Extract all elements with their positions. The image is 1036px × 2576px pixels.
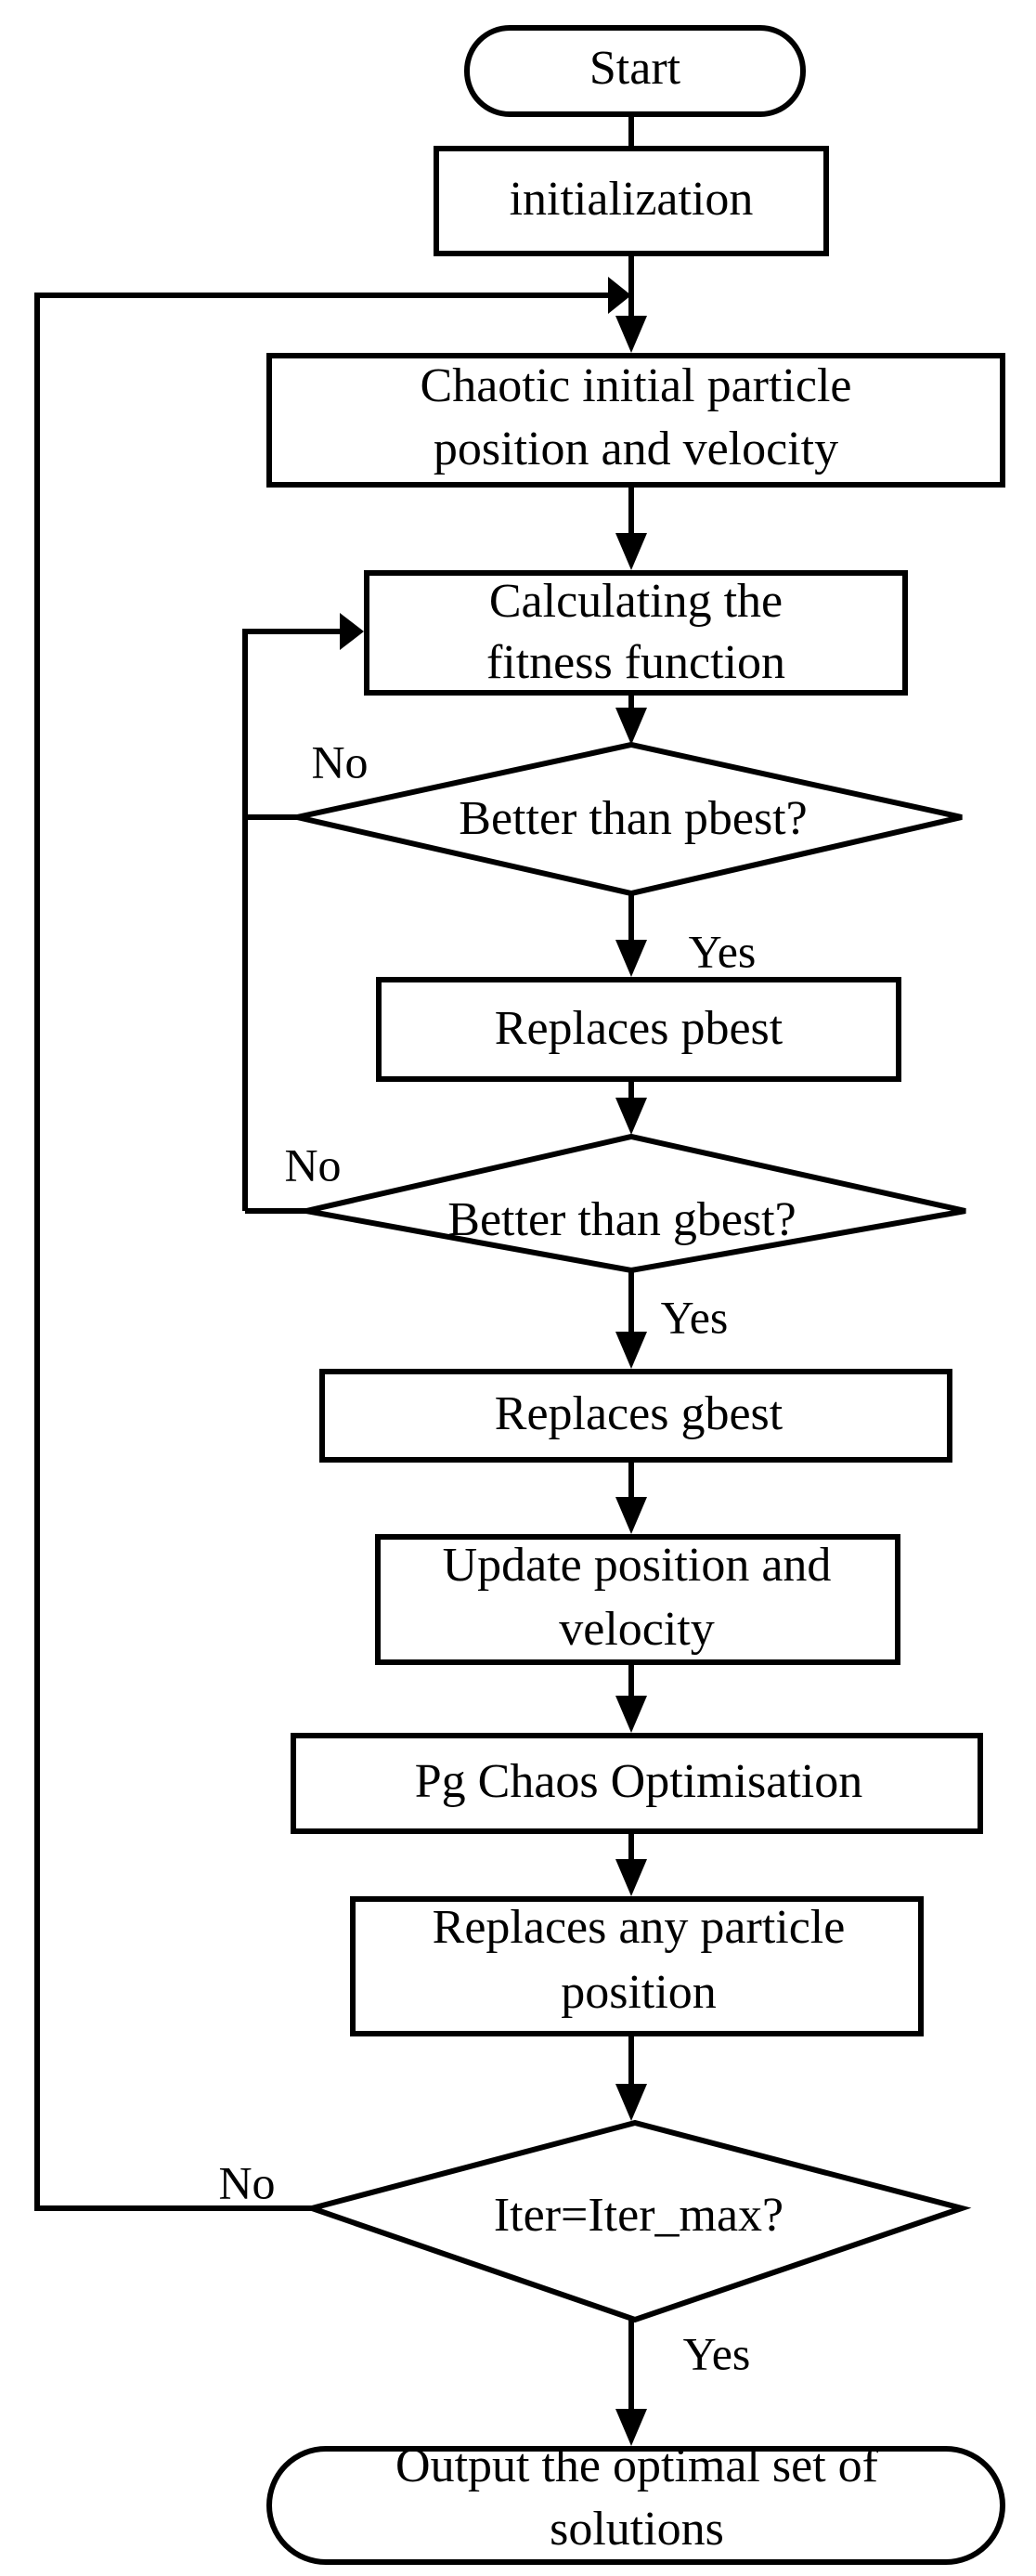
node-fitness-line2: fitness function xyxy=(486,636,785,689)
label-pbest-yes: Yes xyxy=(689,925,757,977)
arrow-into-pbestr xyxy=(615,940,647,977)
label-pbest-no: No xyxy=(311,735,368,787)
node-replace-any-line2: position xyxy=(561,1966,717,2019)
label-iter-yes: Yes xyxy=(683,2327,751,2379)
node-update: Update position and velocity xyxy=(375,1534,900,1665)
node-init: initialization xyxy=(434,146,829,256)
node-output: Output the optimal set of solutions xyxy=(266,2439,1005,2565)
node-pbest-replace-text: Replaces pbest xyxy=(495,1002,783,1055)
node-chaos: Pg Chaos Optimisation xyxy=(291,1733,983,1834)
arrow-into-chaotic xyxy=(615,316,647,353)
node-fitness-line1: Calculating the xyxy=(489,575,783,628)
node-init-text: initialization xyxy=(510,173,754,226)
connectors xyxy=(34,114,647,2446)
node-chaotic: Chaotic initial particle position and ve… xyxy=(266,353,1005,488)
arrow-into-gbestq xyxy=(615,1098,647,1135)
node-gbest-replace-text: Replaces gbest xyxy=(495,1387,783,1440)
node-iter-decision-text: Iter=Iter_max? xyxy=(494,2189,783,2242)
arrow-into-replaceany xyxy=(615,1859,647,1896)
arrow-into-update xyxy=(615,1497,647,1534)
node-replace-any-line1: Replaces any particle xyxy=(433,1901,846,1954)
arrow-loop-into-main xyxy=(608,277,631,314)
arrow-into-iterq xyxy=(615,2084,647,2121)
node-output-line1: Output the optimal set of xyxy=(395,2439,879,2492)
node-update-line2: velocity xyxy=(559,1603,715,1656)
edge-iter-no-loop xyxy=(34,293,613,2211)
arrow-into-chaos xyxy=(615,1696,647,1733)
node-output-line2: solutions xyxy=(550,2503,724,2556)
node-pbest-decision: Better than pbest? xyxy=(296,741,963,897)
node-iter-decision: Iter=Iter_max? xyxy=(302,2119,972,2323)
node-chaotic-line2: position and velocity xyxy=(434,423,838,475)
arrow-into-output xyxy=(615,2409,647,2446)
arrow-into-fitness xyxy=(615,533,647,570)
node-replace-any: Replaces any particle position xyxy=(350,1896,924,2036)
node-chaos-text: Pg Chaos Optimisation xyxy=(415,1755,862,1808)
edge-labels: No Yes No Yes No Yes xyxy=(218,735,756,2379)
arrow-into-gbestr xyxy=(615,1332,647,1369)
node-gbest-decision: Better than gbest? xyxy=(305,1133,966,1274)
node-start-text: Start xyxy=(589,42,681,95)
arrow-into-pbestq xyxy=(615,708,647,745)
edge-no-loop-inner xyxy=(242,629,343,820)
node-fitness: Calculating the fitness function xyxy=(364,570,908,696)
label-iter-no: No xyxy=(218,2156,275,2208)
node-update-line1: Update position and xyxy=(443,1539,832,1592)
label-gbest-yes: Yes xyxy=(661,1291,729,1343)
label-gbest-no: No xyxy=(284,1138,341,1190)
node-start: Start xyxy=(464,25,806,117)
node-chaotic-line1: Chaotic initial particle xyxy=(421,359,852,412)
node-gbest-decision-text: Better than gbest? xyxy=(447,1193,796,1246)
node-gbest-replace: Replaces gbest xyxy=(319,1369,952,1463)
node-pbest-replace: Replaces pbest xyxy=(376,977,901,1082)
node-pbest-decision-text: Better than pbest? xyxy=(459,792,807,845)
arrow-into-fitness-side xyxy=(340,613,364,650)
